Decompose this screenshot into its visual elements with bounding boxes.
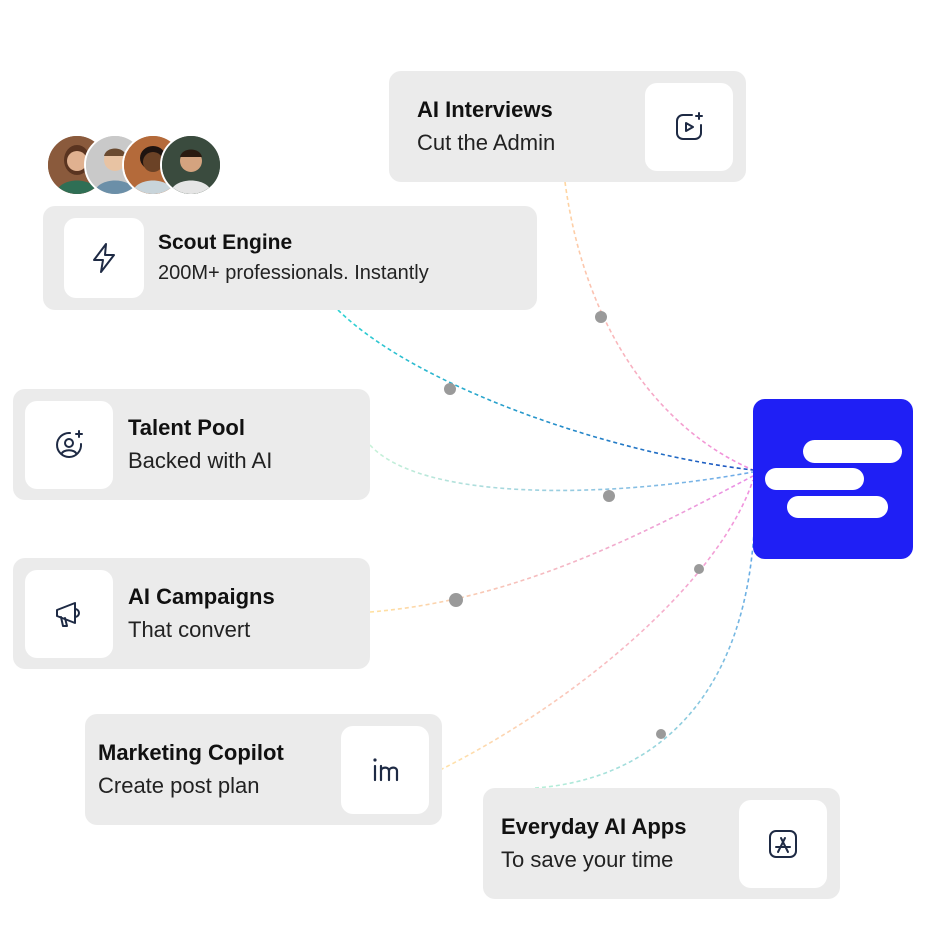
- connector-dot: [656, 729, 666, 739]
- linkedin-icon: [373, 757, 399, 781]
- card-talent-pool[interactable]: Talent Pool Backed with AI: [13, 389, 370, 500]
- connector-dot: [603, 490, 615, 502]
- avatar: [160, 134, 222, 196]
- megaphone-icon: [56, 601, 80, 627]
- logo-icon: [765, 440, 902, 518]
- card-subtitle: That convert: [128, 617, 251, 642]
- card-subtitle: Backed with AI: [128, 448, 273, 473]
- connector-ai-campaigns: [369, 475, 754, 613]
- card-icon-box: [739, 799, 827, 888]
- connector-dot: [595, 311, 607, 323]
- card-title: AI Campaigns: [128, 584, 275, 609]
- user-sparkle-icon: [56, 429, 83, 458]
- card-title: Scout Engine: [158, 231, 293, 254]
- connector-marketing-copilot: [439, 479, 754, 771]
- connector-dot: [449, 593, 463, 607]
- connector-dot: [694, 564, 704, 574]
- connector-ai-interviews: [564, 181, 754, 471]
- video-sparkle-icon: [676, 111, 703, 140]
- card-subtitle: Create post plan: [98, 773, 260, 798]
- card-everyday-ai-apps[interactable]: Everyday AI Apps To save your time: [483, 788, 840, 899]
- card-title: Talent Pool: [128, 415, 245, 440]
- lightning-icon: [93, 243, 115, 273]
- card-ai-interviews[interactable]: AI Interviews Cut the Admin: [389, 71, 746, 182]
- card-title: AI Interviews: [417, 97, 553, 122]
- card-icon-box: [645, 82, 733, 171]
- card-subtitle: Cut the Admin: [417, 130, 556, 155]
- card-subtitle: To save your time: [501, 847, 674, 872]
- card-icon-box: [341, 725, 429, 814]
- card-icon-box: [25, 569, 113, 658]
- connector-dot: [444, 383, 456, 395]
- card-icon-box: [64, 218, 144, 298]
- card-icon-box: [25, 400, 113, 489]
- connector-scout-engine: [337, 309, 754, 471]
- hub-logo: [753, 399, 913, 559]
- app-store-icon: [769, 829, 797, 858]
- card-title: Everyday AI Apps: [501, 814, 687, 839]
- connector-everyday-ai-apps: [534, 481, 756, 789]
- card-marketing-copilot[interactable]: Marketing Copilot Create post plan: [85, 714, 442, 825]
- connector-talent-pool: [369, 444, 754, 492]
- card-scout-engine[interactable]: Scout Engine 200M+ professionals. Instan…: [43, 206, 537, 310]
- card-subtitle: 200M+ professionals. Instantly: [158, 262, 429, 284]
- avatar-group: [46, 134, 222, 198]
- card-title: Marketing Copilot: [98, 740, 284, 765]
- card-ai-campaigns[interactable]: AI Campaigns That convert: [13, 558, 370, 669]
